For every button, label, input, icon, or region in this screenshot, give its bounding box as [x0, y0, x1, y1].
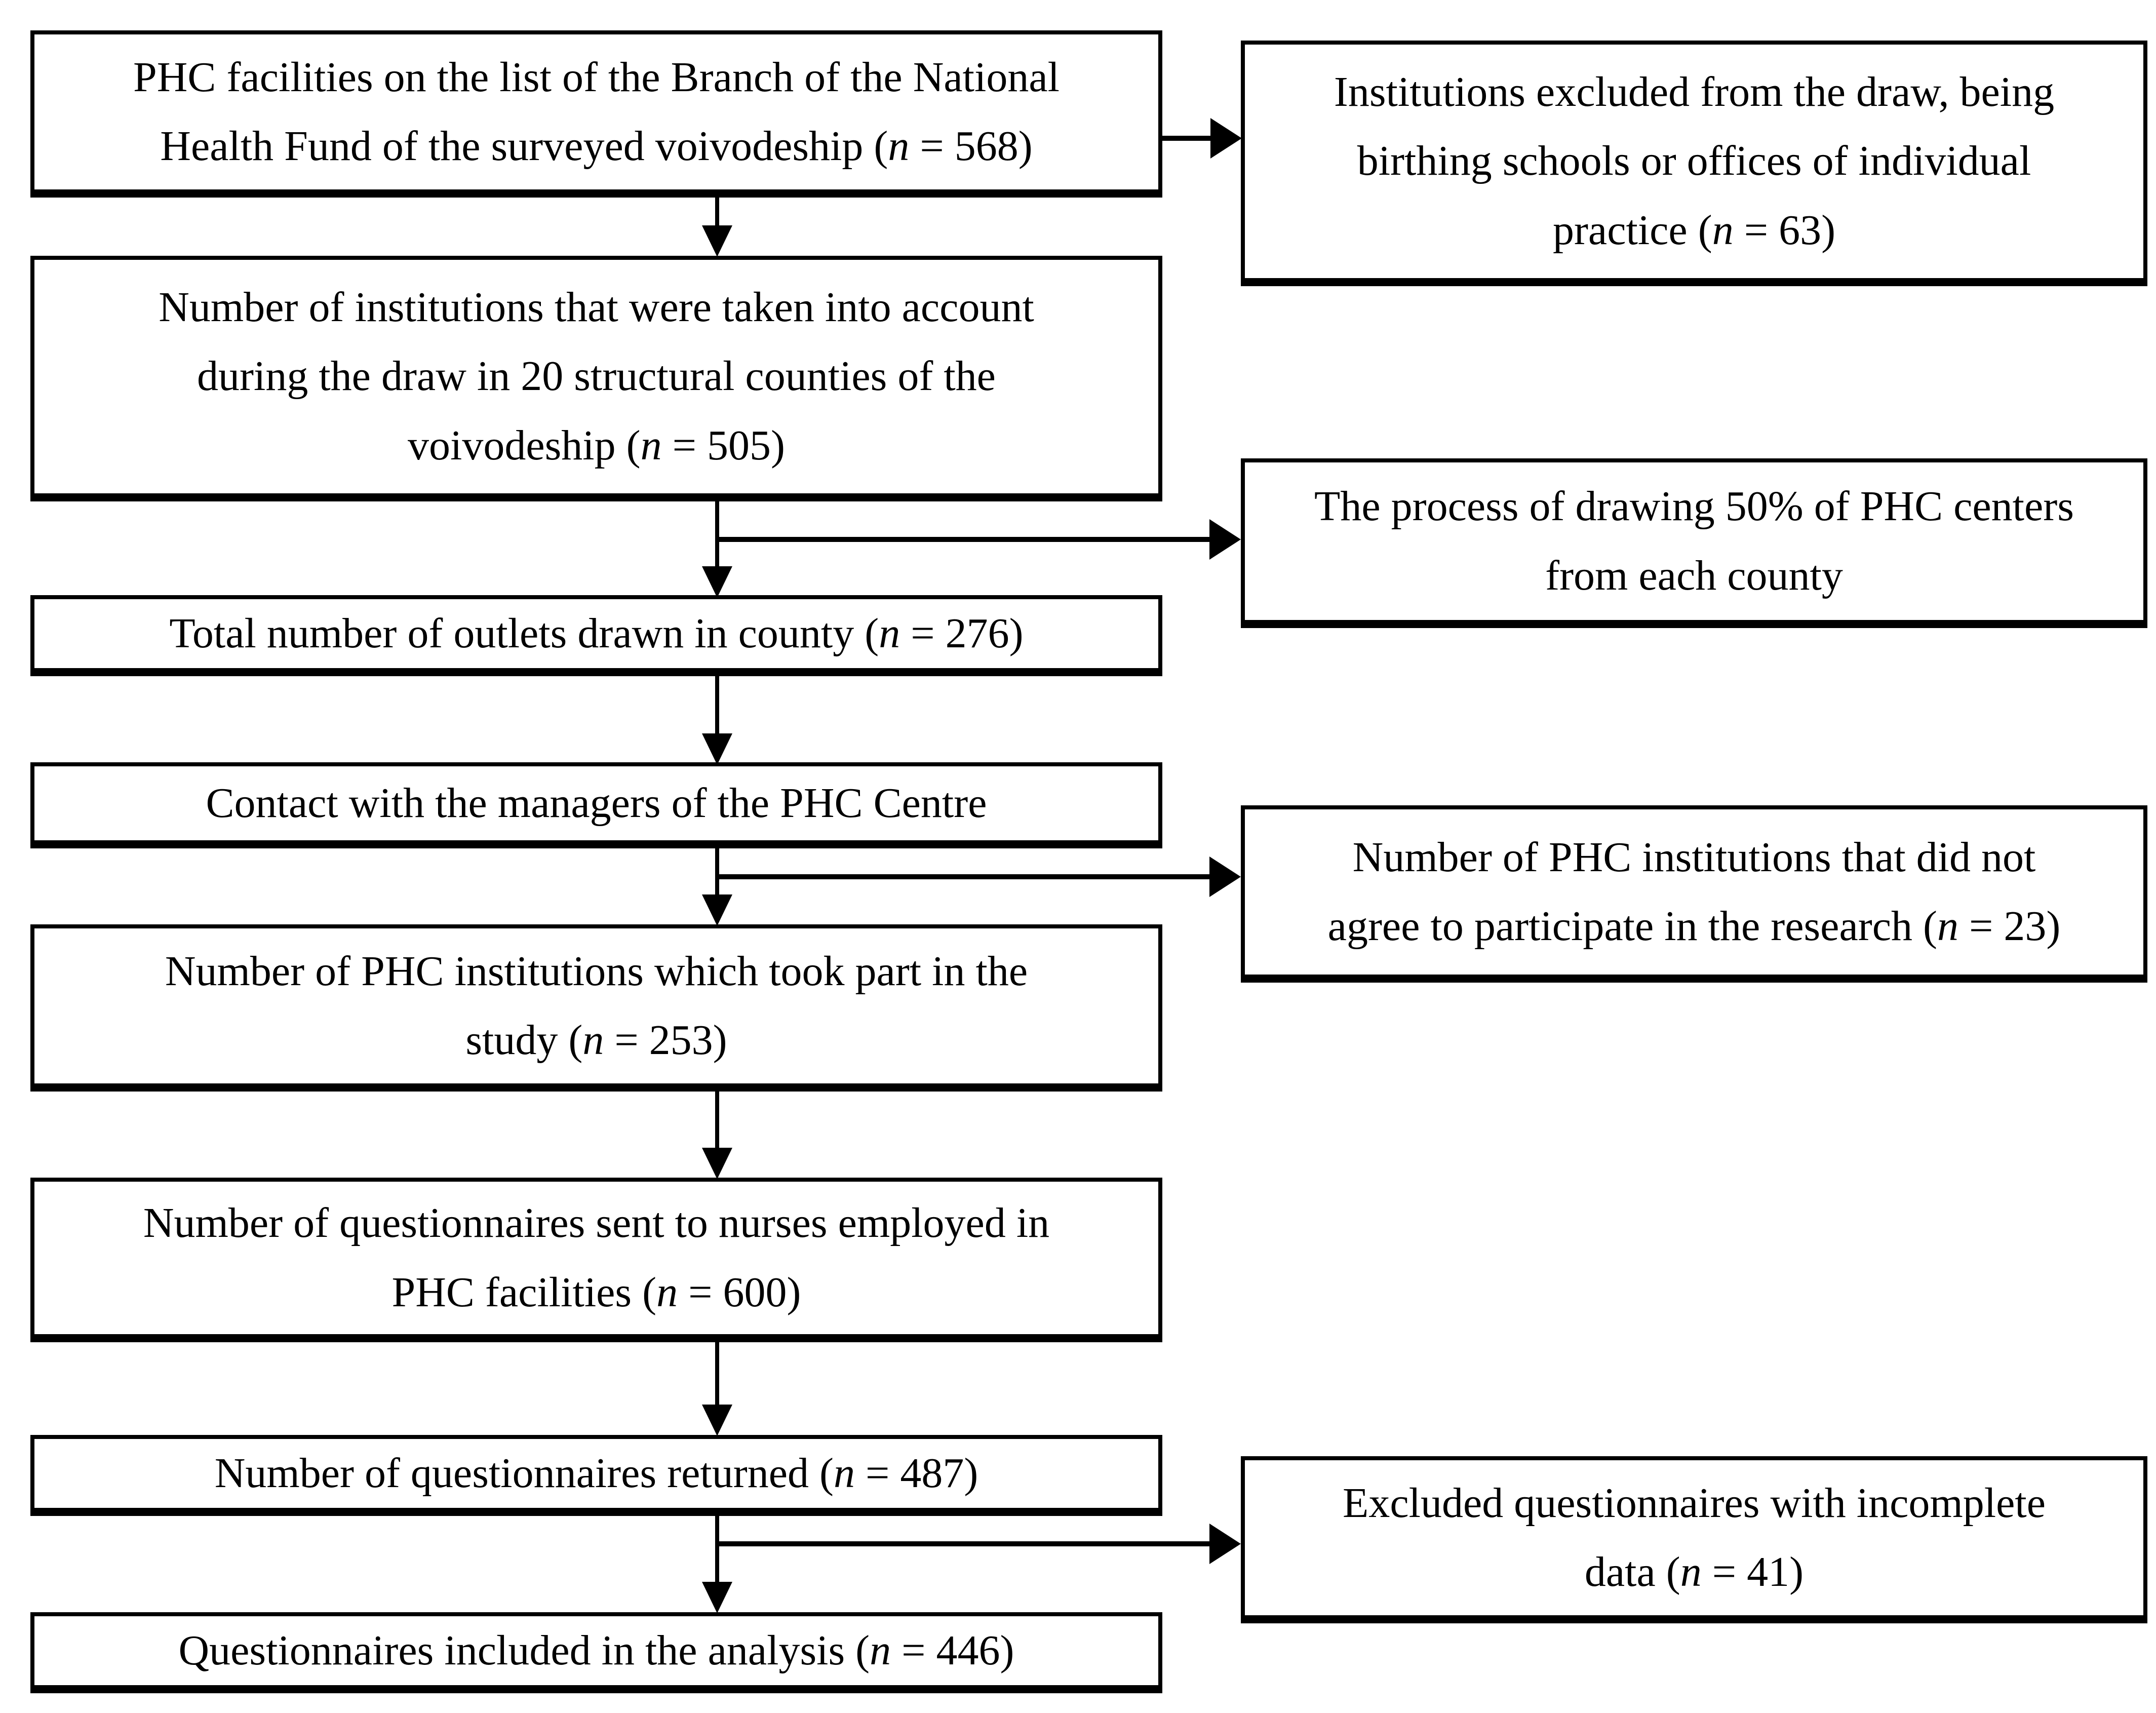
- box-institutions-excluded: Institutions excluded from the draw, bei…: [1241, 41, 2147, 286]
- arrowhead-down-analyzed-icon: [702, 1582, 732, 1613]
- arrowhead-down-tookpart-icon: [702, 894, 732, 926]
- box-drawing-process-text: The process of drawing 50% of PHC center…: [1314, 483, 2074, 599]
- box-questionnaires-analyzed: Questionnaires included in the analysis …: [30, 1612, 1162, 1693]
- box-questionnaires-sent-text: Number of questionnaires sent to nurses …: [143, 1199, 1050, 1316]
- box-phc-facilities-list-text: PHC facilities on the list of the Branch…: [133, 53, 1060, 170]
- connector-branch-excluded-questionnaires-line: [717, 1541, 1211, 1546]
- box-institutions-considered-in-draw-text: Number of institutions that were taken i…: [159, 284, 1034, 469]
- box-excluded-questionnaires: Excluded questionnaires with incomplete …: [1241, 1456, 2147, 1623]
- connector-sent-to-returned-line: [715, 1342, 719, 1406]
- arrowhead-right-excluded-icon: [1210, 118, 1242, 159]
- box-contact-managers-text: Contact with the managers of the PHC Cen…: [206, 779, 987, 827]
- box-institutions-excluded-text: Institutions excluded from the draw, bei…: [1334, 68, 2055, 254]
- arrowhead-right-excluded-questionnaires-icon: [1209, 1524, 1241, 1564]
- arrowhead-down-sent-icon: [702, 1148, 732, 1179]
- box-drawing-process: The process of drawing 50% of PHC center…: [1241, 458, 2147, 628]
- connector-branch-did-not-agree-line: [717, 874, 1211, 879]
- connector-contact-to-tookpart-line: [715, 848, 719, 897]
- box-excluded-questionnaires-text: Excluded questionnaires with incomplete …: [1343, 1479, 2046, 1595]
- arrowhead-down-returned-icon: [702, 1405, 732, 1436]
- arrowhead-down-contact-icon: [702, 733, 732, 765]
- box-outlets-drawn-text: Total number of outlets drawn in county …: [169, 609, 1024, 657]
- arrowhead-down-considered-icon: [702, 225, 732, 257]
- arrowhead-right-drawing-process-icon: [1209, 519, 1241, 560]
- box-did-not-agree-text: Number of PHC institutions that did not …: [1327, 833, 2061, 950]
- arrowhead-down-outlets-icon: [702, 566, 732, 598]
- box-questionnaires-returned: Number of questionnaires returned (n = 4…: [30, 1435, 1162, 1516]
- box-institutions-considered-in-draw: Number of institutions that were taken i…: [30, 256, 1162, 501]
- box-institutions-took-part-text: Number of PHC institutions which took pa…: [165, 947, 1028, 1064]
- connector-facilities-to-considered-line: [715, 198, 719, 228]
- connector-considered-to-outlets-line: [715, 501, 719, 570]
- connector-tookpart-to-sent-line: [715, 1092, 719, 1150]
- box-questionnaires-returned-text: Number of questionnaires returned (n = 4…: [214, 1449, 978, 1497]
- box-phc-facilities-list: PHC facilities on the list of the Branch…: [30, 30, 1162, 198]
- arrowhead-right-did-not-agree-icon: [1209, 856, 1241, 897]
- box-outlets-drawn: Total number of outlets drawn in county …: [30, 595, 1162, 676]
- box-questionnaires-analyzed-text: Questionnaires included in the analysis …: [178, 1626, 1014, 1674]
- connector-outlets-to-contact-line: [715, 676, 719, 734]
- box-institutions-took-part: Number of PHC institutions which took pa…: [30, 924, 1162, 1092]
- box-did-not-agree: Number of PHC institutions that did not …: [1241, 805, 2147, 983]
- box-questionnaires-sent: Number of questionnaires sent to nurses …: [30, 1178, 1162, 1342]
- connector-branch-drawing-process-line: [717, 537, 1211, 542]
- connector-returned-to-analyzed-line: [715, 1516, 719, 1584]
- connector-facilities-to-excluded-line: [1162, 136, 1213, 141]
- box-contact-managers: Contact with the managers of the PHC Cen…: [30, 762, 1162, 848]
